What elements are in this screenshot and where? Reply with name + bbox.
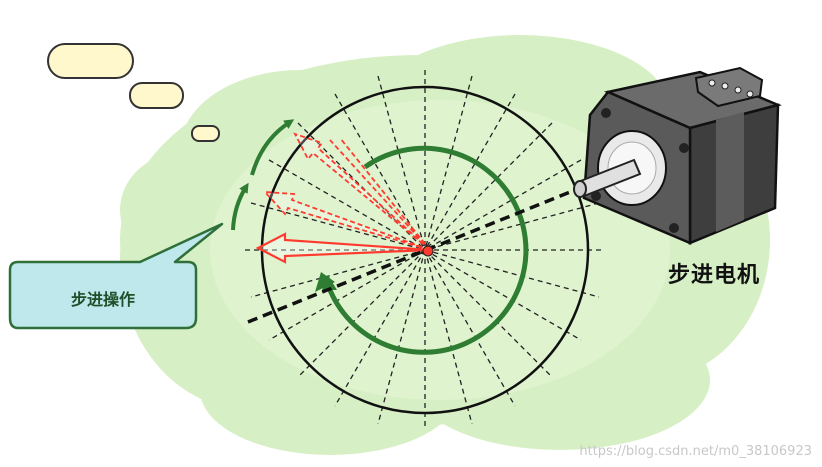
thought-bubbles [47, 43, 220, 142]
step-arrows [255, 132, 431, 264]
stepper-motor [573, 66, 782, 245]
motor-label: 步进电机 [668, 263, 761, 288]
step-direction-arrows [231, 119, 295, 231]
watermark: https://blog.csdn.net/m0_38106923 [579, 444, 812, 459]
rotation-arc [315, 145, 529, 355]
step-operation-label: 步进操作 [70, 290, 135, 309]
callout-bubble [8, 222, 224, 330]
cloud-background [120, 35, 770, 455]
shaft-axis-line [247, 188, 576, 324]
center-hub [422, 245, 434, 257]
